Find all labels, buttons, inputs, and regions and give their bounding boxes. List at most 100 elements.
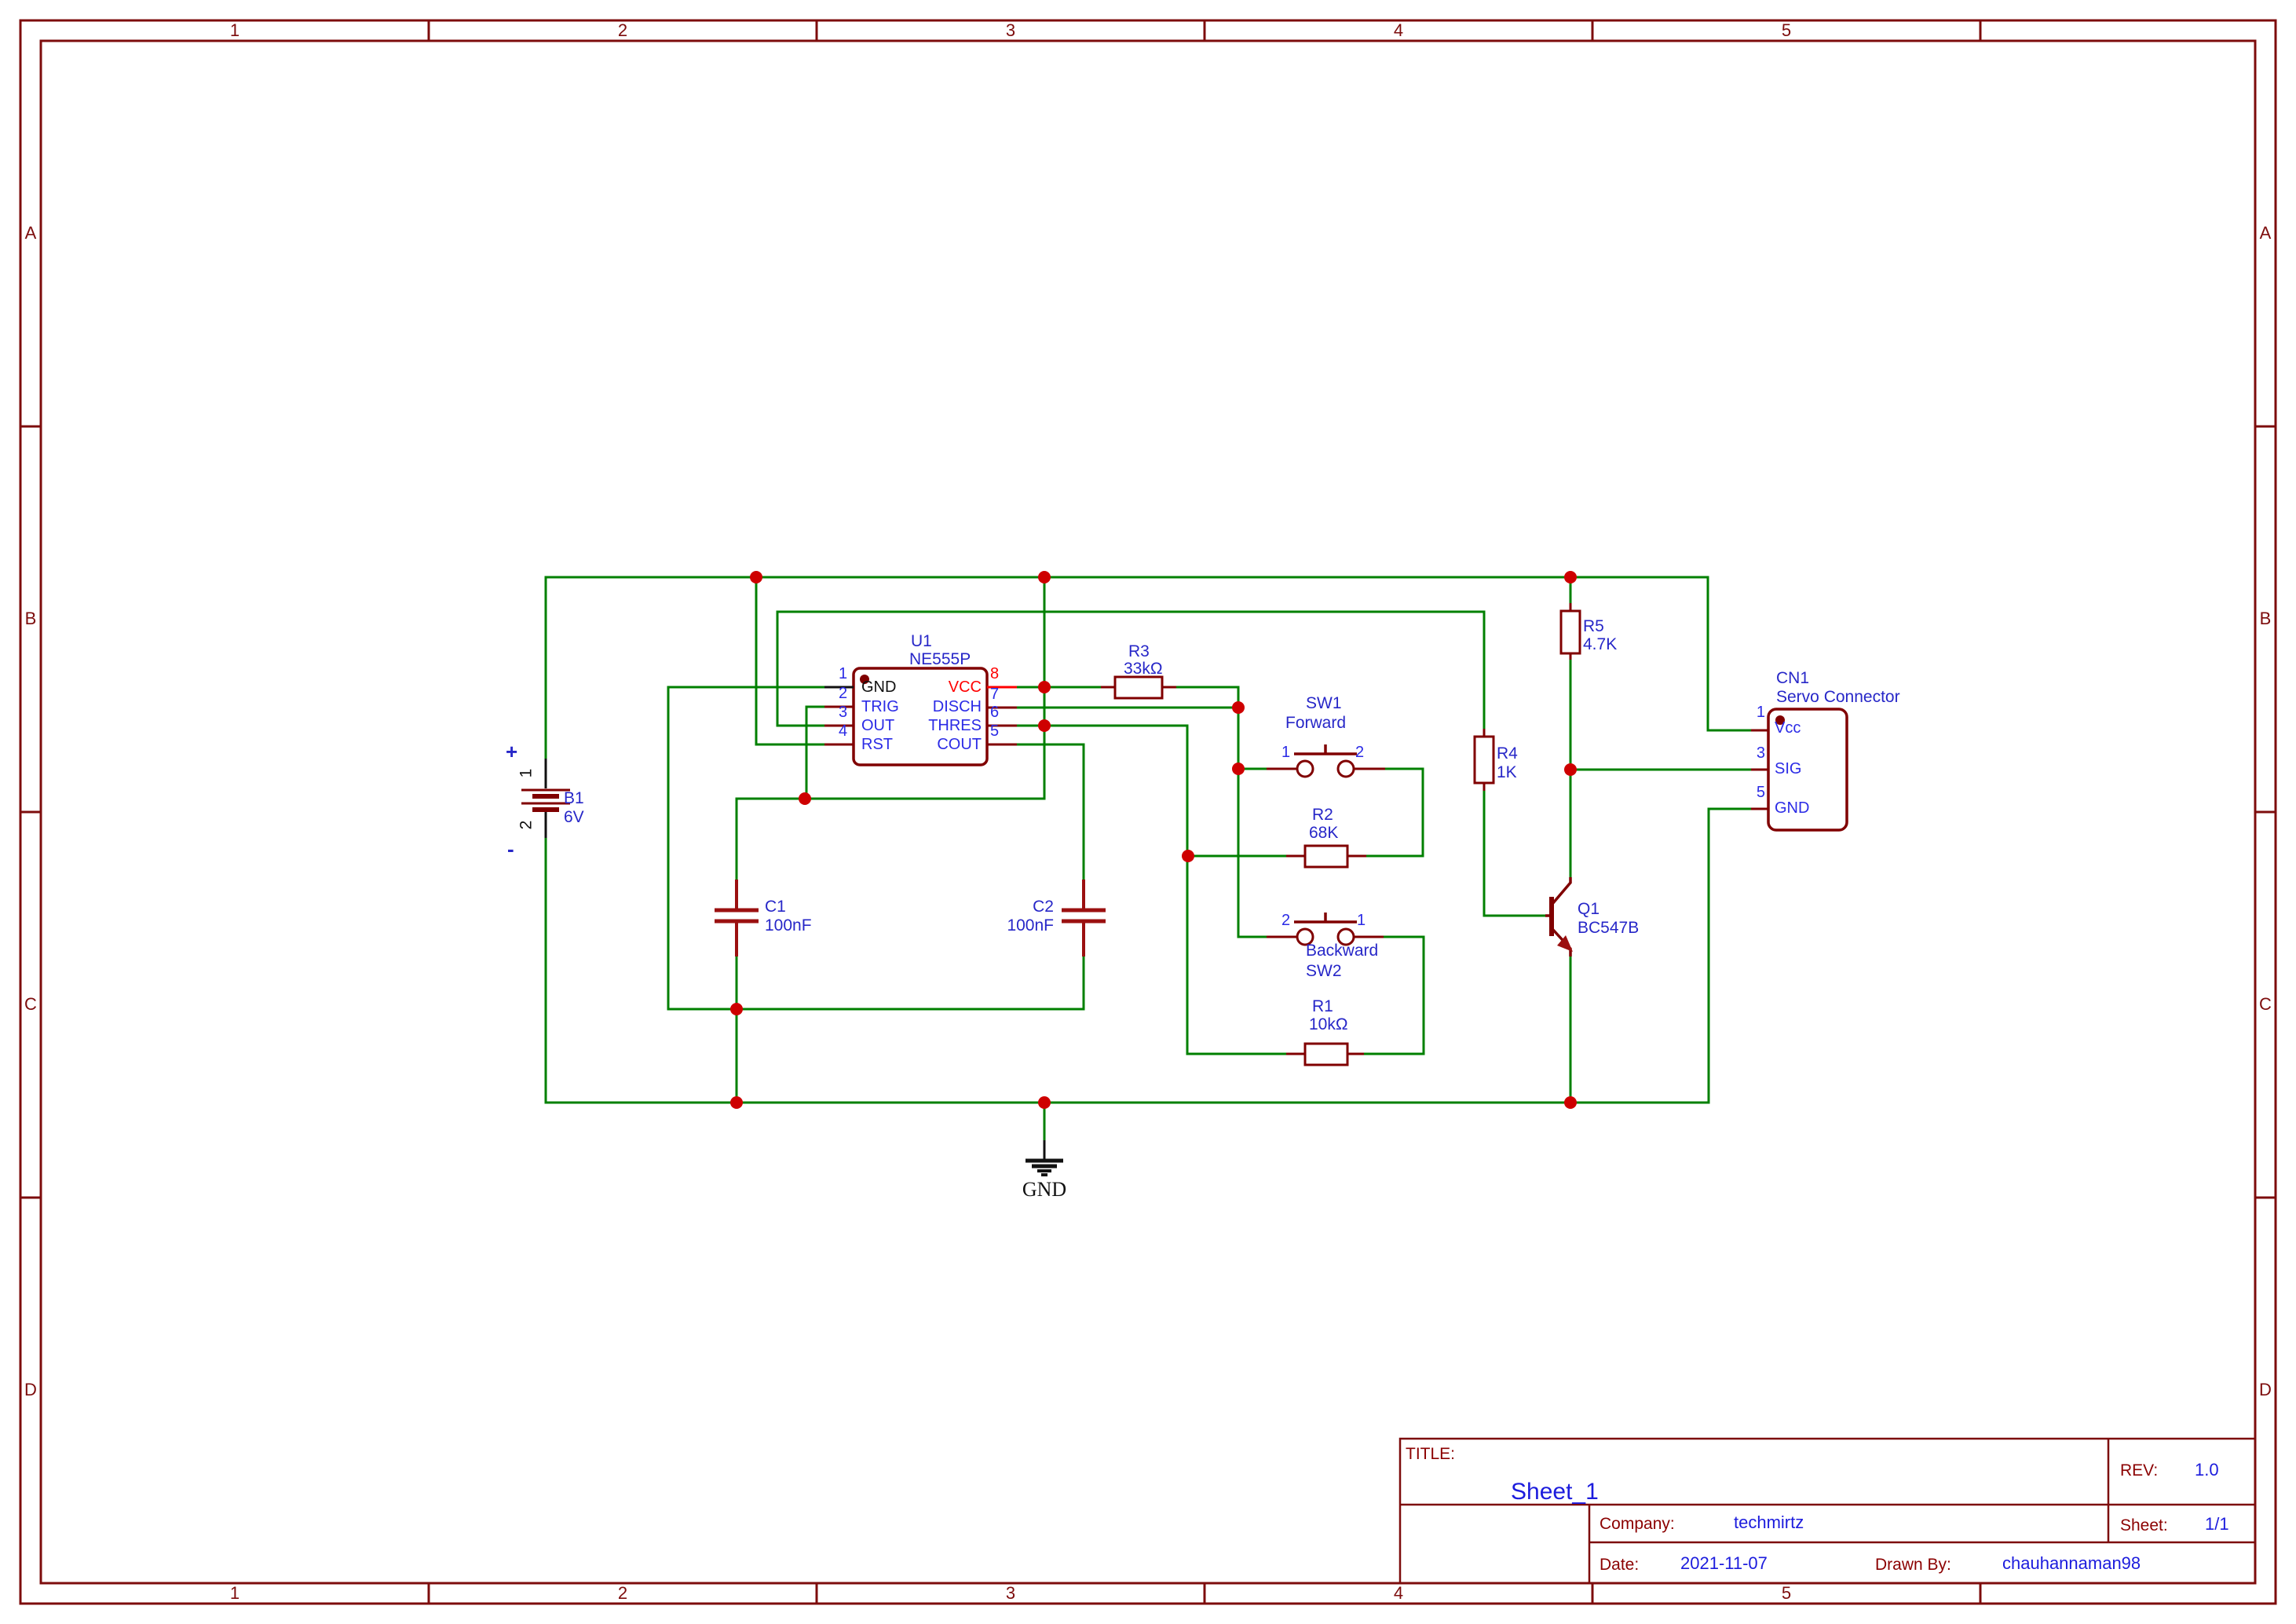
r5-value: 4.7K bbox=[1583, 635, 1618, 653]
resistor-r3-symbol bbox=[1101, 675, 1176, 700]
capacitor-c2-symbol bbox=[1062, 880, 1106, 956]
u1-pin-thres-name: THRES bbox=[928, 717, 982, 734]
c1-refdes: C1 bbox=[765, 898, 786, 916]
cn1-value: Servo Connector bbox=[1776, 688, 1900, 706]
resistor-r5-symbol bbox=[1559, 603, 1581, 660]
frame-row-c-right: C bbox=[2259, 994, 2272, 1014]
u1-pin-cout-name: COUT bbox=[937, 736, 982, 753]
cn1-pin3-number: 3 bbox=[1756, 744, 1765, 762]
u1-pin5-number: 5 bbox=[990, 722, 1000, 740]
cn1-pin5-number: 5 bbox=[1756, 784, 1765, 801]
frame-col-4-bottom: 4 bbox=[1393, 1583, 1404, 1603]
u1-pin3-number: 3 bbox=[839, 704, 848, 721]
u1-pin-rst-name: RST bbox=[861, 736, 893, 753]
resistor-r2-symbol bbox=[1286, 844, 1366, 869]
frame-col-3-bottom: 3 bbox=[1005, 1583, 1016, 1603]
u1-pin2-number: 2 bbox=[839, 685, 848, 702]
r1-refdes: R1 bbox=[1312, 997, 1333, 1015]
b1-pin1-number: 1 bbox=[517, 768, 536, 778]
switch-sw1-symbol bbox=[1267, 744, 1385, 778]
r3-refdes: R3 bbox=[1128, 642, 1150, 660]
switch-sw2-symbol bbox=[1267, 913, 1384, 946]
sw2-value: Backward bbox=[1306, 942, 1379, 960]
frame-col-1-bottom: 1 bbox=[229, 1583, 240, 1603]
connector-cn1-symbol bbox=[1751, 708, 1848, 832]
sw2-pin1-number: 1 bbox=[1357, 912, 1366, 929]
c1-value: 100nF bbox=[765, 916, 812, 935]
b1-pin2-number: 2 bbox=[517, 820, 536, 830]
u1-value: NE555P bbox=[909, 650, 971, 668]
b1-minus-sign: - bbox=[507, 837, 514, 861]
sw2-refdes: SW2 bbox=[1306, 962, 1342, 980]
u1-pin6-number: 6 bbox=[990, 704, 1000, 721]
sw1-value: Forward bbox=[1285, 714, 1347, 732]
frame-col-1-top: 1 bbox=[229, 20, 240, 40]
u1-pin8-number: 8 bbox=[990, 665, 1000, 682]
title-block-date-label: Date: bbox=[1600, 1556, 1640, 1574]
frame-col-2-top: 2 bbox=[617, 20, 628, 40]
b1-value: 6V bbox=[564, 808, 584, 826]
frame-row-d-right: D bbox=[2259, 1380, 2272, 1399]
frame-row-b-right: B bbox=[2259, 609, 2272, 628]
r4-value: 1K bbox=[1497, 763, 1517, 781]
u1-refdes: U1 bbox=[911, 632, 932, 650]
title-block-sheet-label: Sheet: bbox=[2120, 1516, 2168, 1534]
sw1-pin2-number: 2 bbox=[1355, 744, 1365, 761]
title-block-company-label: Company: bbox=[1600, 1515, 1675, 1533]
battery-b1-symbol bbox=[521, 759, 570, 838]
r1-value: 10kΩ bbox=[1309, 1015, 1348, 1033]
resistor-r1-symbol bbox=[1286, 1042, 1364, 1066]
frame-row-c-left: C bbox=[24, 994, 37, 1014]
cn1-pin1-number: 1 bbox=[1756, 704, 1765, 721]
r3-value: 33kΩ bbox=[1124, 660, 1163, 678]
sw1-pin1-number: 1 bbox=[1281, 744, 1291, 761]
c2-refdes: C2 bbox=[1033, 898, 1054, 916]
frame-col-3-top: 3 bbox=[1005, 20, 1016, 40]
u1-pin-vcc-name: VCC bbox=[948, 678, 982, 696]
title-block-frame bbox=[1398, 1437, 2257, 1585]
title-block-date-value: 2021-11-07 bbox=[1680, 1553, 1768, 1573]
capacitor-c1-symbol bbox=[715, 880, 759, 956]
wires bbox=[544, 576, 1753, 1142]
u1-pin4-number: 4 bbox=[839, 722, 848, 740]
sheet-frame bbox=[19, 19, 2277, 1605]
ic-u1-symbol bbox=[824, 667, 1017, 766]
r5-refdes: R5 bbox=[1583, 617, 1604, 635]
sw2-pin2-number: 2 bbox=[1281, 912, 1291, 929]
title-block-company-value: techmirtz bbox=[1734, 1512, 1804, 1532]
sw1-refdes: SW1 bbox=[1306, 694, 1342, 712]
r2-value: 68K bbox=[1309, 824, 1339, 842]
title-block-drawn-by-value: chauhannaman98 bbox=[2002, 1553, 2141, 1573]
u1-pin-trig-name: TRIG bbox=[861, 698, 899, 715]
frame-col-4-top: 4 bbox=[1393, 20, 1404, 40]
title-block-drawn-by-label: Drawn By: bbox=[1875, 1556, 1951, 1574]
u1-pin-gnd-name: GND bbox=[861, 678, 897, 696]
u1-pin-disch-name: DISCH bbox=[932, 698, 982, 715]
u1-pin1-number: 1 bbox=[839, 665, 848, 682]
junction-dots bbox=[730, 571, 1577, 1109]
frame-col-5-bottom: 5 bbox=[1781, 1583, 1792, 1603]
frame-row-a-left: A bbox=[24, 223, 37, 243]
b1-plus-sign: + bbox=[506, 740, 518, 763]
frame-row-d-left: D bbox=[24, 1380, 37, 1399]
u1-pin7-number: 7 bbox=[990, 686, 1000, 703]
cn1-refdes: CN1 bbox=[1776, 669, 1810, 687]
title-block-title-label: TITLE: bbox=[1406, 1445, 1456, 1463]
frame-col-5-top: 5 bbox=[1781, 20, 1792, 40]
frame-row-b-left: B bbox=[24, 609, 37, 628]
resistor-r4-symbol bbox=[1473, 729, 1495, 791]
transistor-q1-symbol bbox=[1545, 877, 1573, 956]
frame-col-2-bottom: 2 bbox=[617, 1583, 628, 1603]
title-block-rev-value: 1.0 bbox=[2195, 1460, 2219, 1480]
ground-symbol bbox=[1026, 1140, 1063, 1176]
q1-refdes: Q1 bbox=[1578, 900, 1600, 918]
b1-refdes: B1 bbox=[564, 789, 584, 807]
title-block-rev-label: REV: bbox=[2120, 1461, 2159, 1480]
cn1-pin-sig-name: SIG bbox=[1775, 760, 1802, 777]
u1-pin-out-name: OUT bbox=[861, 717, 895, 734]
c2-value: 100nF bbox=[1007, 916, 1054, 935]
cn1-pin-gnd-name: GND bbox=[1775, 799, 1810, 817]
ground-net-label: GND bbox=[1022, 1178, 1067, 1201]
